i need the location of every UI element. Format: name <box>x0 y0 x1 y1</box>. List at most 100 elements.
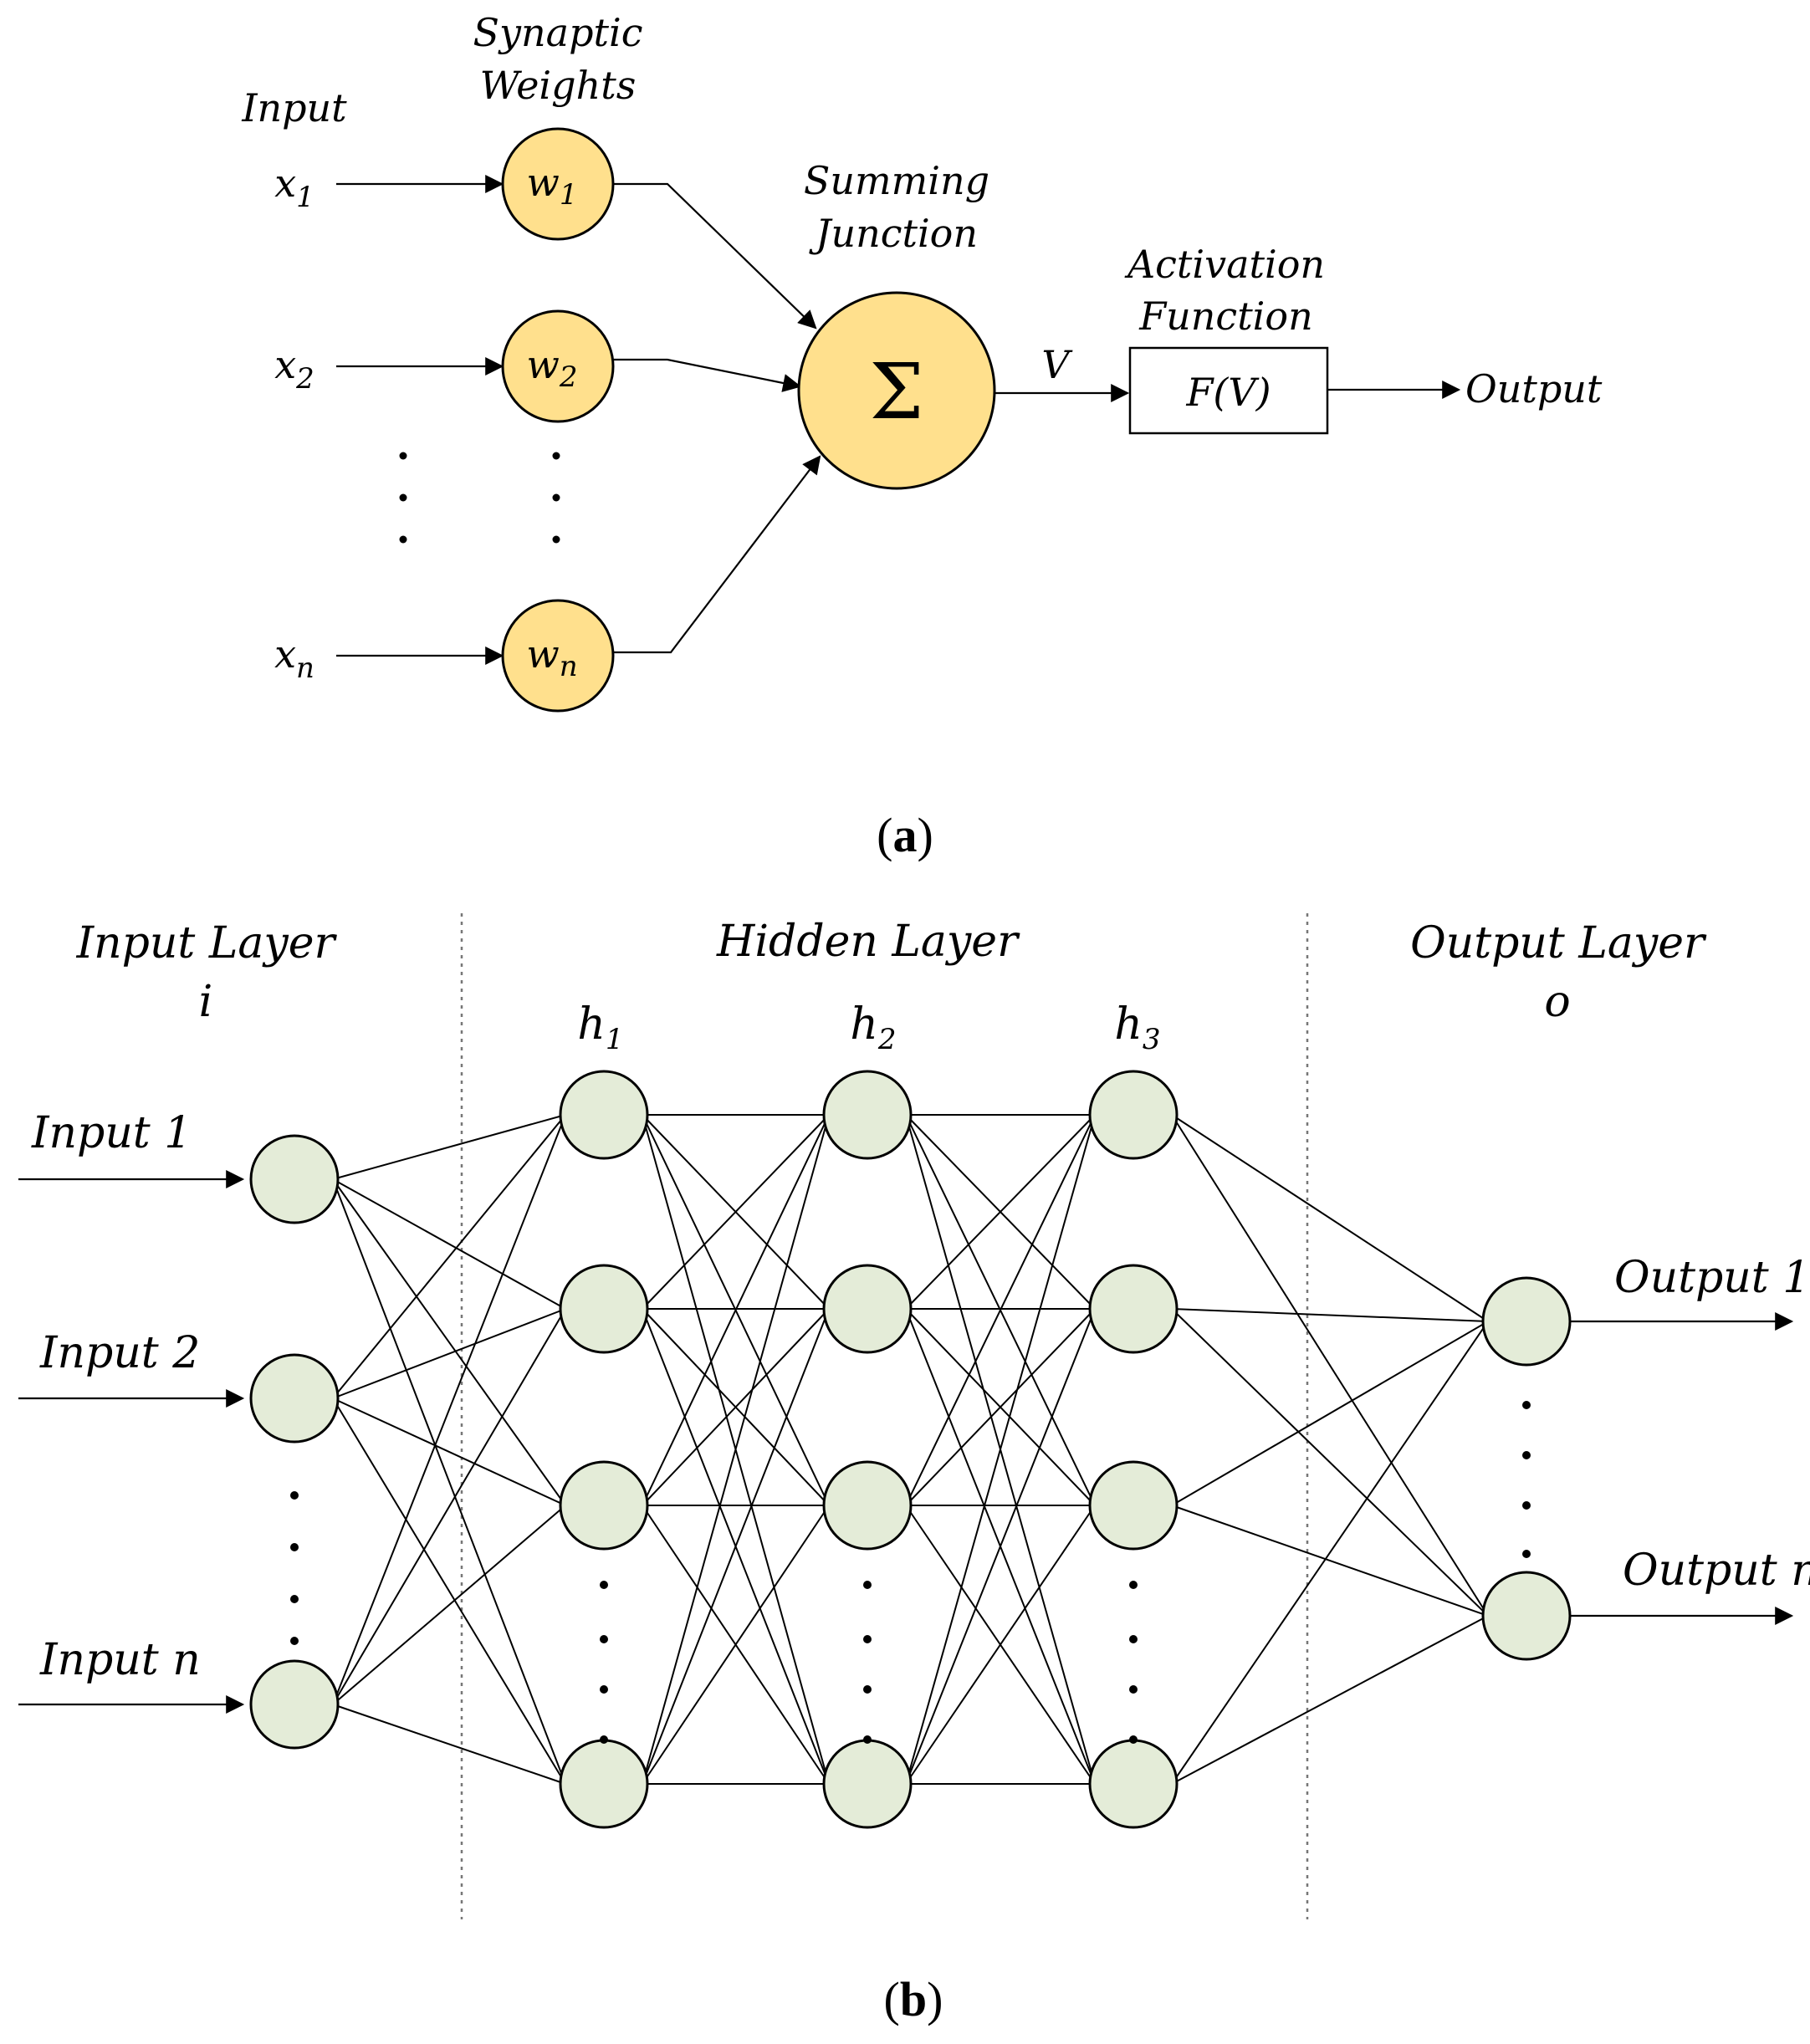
input-layer-symbol: i <box>199 977 213 1027</box>
ellipsis-dot-5-1 <box>1522 1401 1531 1409</box>
connection-hidden1-4-to-hidden2-2 <box>642 1308 830 1785</box>
connection-hidden3-4-to-output-2 <box>1171 1615 1489 1785</box>
v-label: V <box>1041 342 1073 387</box>
connection-hidden2-4-to-hidden3-1 <box>905 1114 1096 1785</box>
activation-function-box <box>1128 346 1329 435</box>
hidden3-neuron-4 <box>1088 1739 1179 1829</box>
weights-header-line2: Weights <box>480 63 637 108</box>
input-x1-label: x1 <box>274 161 314 214</box>
connection-hidden3-2-to-output-2 <box>1171 1308 1489 1617</box>
connection-hidden3-2-to-output-1 <box>1171 1308 1489 1322</box>
ellipsis-dot-2-3 <box>600 1685 608 1694</box>
connection-input-3-to-hidden1-1 <box>332 1114 566 1705</box>
input-2-label: Input 2 <box>39 1328 200 1378</box>
connection-input-3-to-hidden1-2 <box>332 1308 566 1705</box>
ellipsis-dot-1-1 <box>290 1491 299 1500</box>
network-connections <box>332 1114 1489 1785</box>
summing-header-line1: Summing <box>804 158 989 203</box>
hidden1-neuron-4 <box>559 1739 649 1829</box>
activation-function-label: F(V) <box>1185 370 1271 415</box>
output-label: Output <box>1465 366 1603 411</box>
output-layer-title: Output Layer <box>1410 918 1707 968</box>
connection-hidden2-2-to-hidden3-1 <box>905 1114 1096 1310</box>
connection-hidden3-1-to-output-2 <box>1171 1114 1489 1617</box>
ellipsis-dot-5-4 <box>1522 1550 1531 1558</box>
connection-hidden1-4-to-hidden2-3 <box>642 1505 830 1785</box>
hidden2-neuron-3 <box>822 1460 913 1551</box>
output-neuron-2 <box>1481 1571 1572 1661</box>
ellipsis-dot-3-4 <box>863 1735 872 1744</box>
activation-header-line2: Function <box>1138 294 1312 339</box>
connection-hidden2-4-to-hidden3-2 <box>905 1308 1096 1785</box>
connection-input-3-to-hidden1-4 <box>332 1704 566 1785</box>
input-neuron-2 <box>249 1353 340 1444</box>
connection-hidden2-3-to-hidden3-1 <box>905 1114 1096 1506</box>
connection-hidden3-3-to-output-2 <box>1171 1505 1489 1617</box>
weight-ellipsis-dots <box>552 452 560 544</box>
weight-neuron-2 <box>501 309 615 423</box>
output-neuron-1 <box>1481 1276 1572 1367</box>
ellipsis-dot-1-4 <box>290 1637 299 1645</box>
output-layer-symbol: o <box>1544 977 1570 1027</box>
connection-input-1-to-hidden1-1 <box>332 1114 566 1180</box>
hidden1-neuron-3 <box>559 1460 649 1551</box>
hidden3-neuron-1 <box>1088 1070 1179 1160</box>
ellipsis-dot-3-2 <box>863 1635 872 1643</box>
ellipsis-dot-2-4 <box>600 1735 608 1744</box>
weight-wn-label: wn <box>526 631 577 683</box>
hidden2-neuron-4 <box>822 1739 913 1829</box>
connection-hidden3-4-to-output-1 <box>1171 1321 1489 1785</box>
panel-b-multilayer-network: Input Layer i Hidden Layer Output Layer … <box>18 913 1810 2026</box>
input-n-label: Input n <box>39 1635 201 1685</box>
weight-w1-label: w1 <box>526 160 577 212</box>
ellipsis-dot-3-3 <box>863 1685 872 1694</box>
input-x2-label: x2 <box>274 342 314 396</box>
input-neuron-3 <box>249 1659 340 1750</box>
ellipsis-dot-2-2 <box>600 1635 608 1643</box>
connection-hidden3-3-to-output-1 <box>1171 1321 1489 1506</box>
hidden2-neuron-1 <box>822 1070 913 1160</box>
input-layer-title: Input Layer <box>76 918 338 968</box>
ellipsis-dot-4-3 <box>1129 1685 1138 1694</box>
connection-input-1-to-hidden1-3 <box>332 1178 566 1506</box>
hidden3-neuron-3 <box>1088 1460 1179 1551</box>
connection-input-1-to-hidden1-2 <box>332 1178 566 1310</box>
weight-neuron-n <box>501 599 615 713</box>
weight-to-sum-arrow-n <box>613 455 821 654</box>
weight-w2-label: w2 <box>526 342 577 394</box>
hidden-h1-label: h1 <box>577 999 623 1056</box>
caption-b: (b) <box>884 1972 943 2026</box>
connection-hidden1-2-to-hidden2-1 <box>642 1114 830 1310</box>
ellipsis-dot-4-2 <box>1129 1635 1138 1643</box>
weight-to-sum-arrow-1 <box>613 182 817 330</box>
ellipsis-dot-4-4 <box>1129 1735 1138 1744</box>
connection-input-1-to-hidden1-4 <box>332 1178 566 1785</box>
connection-input-3-to-hidden1-3 <box>332 1505 566 1705</box>
summing-header-line2: Junction <box>809 211 978 256</box>
connection-hidden1-3-to-hidden2-2 <box>642 1308 830 1506</box>
input-xn-label: xn <box>274 631 314 685</box>
caption-a: (a) <box>877 808 933 862</box>
summing-junction <box>797 291 996 490</box>
ellipsis-dot-5-2 <box>1522 1451 1531 1459</box>
connection-input-2-to-hidden1-2 <box>332 1308 566 1399</box>
connection-hidden1-3-to-hidden2-1 <box>642 1114 830 1506</box>
hidden3-neuron-2 <box>1088 1264 1179 1354</box>
sigma-symbol: Σ <box>869 347 923 437</box>
connection-hidden3-1-to-output-1 <box>1171 1114 1489 1322</box>
ellipsis-dot-3-1 <box>863 1581 872 1589</box>
weight-to-sum-arrow-2 <box>613 358 802 392</box>
ellipsis-dot-5-3 <box>1522 1501 1531 1510</box>
ellipsis-dot-2-1 <box>600 1581 608 1589</box>
ellipsis-dot-4-1 <box>1129 1581 1138 1589</box>
connection-hidden2-3-to-hidden3-2 <box>905 1308 1096 1506</box>
input-header: Input <box>241 85 347 130</box>
connection-hidden2-4-to-hidden3-3 <box>905 1505 1096 1785</box>
connection-input-2-to-hidden1-1 <box>332 1114 566 1399</box>
activation-header-line1: Activation <box>1124 242 1325 287</box>
hidden-h3-label: h3 <box>1114 999 1160 1056</box>
output-n-label: Output n <box>1623 1546 1810 1596</box>
hidden-layer-title: Hidden Layer <box>716 917 1020 967</box>
ellipsis-dot-1-2 <box>290 1543 299 1551</box>
